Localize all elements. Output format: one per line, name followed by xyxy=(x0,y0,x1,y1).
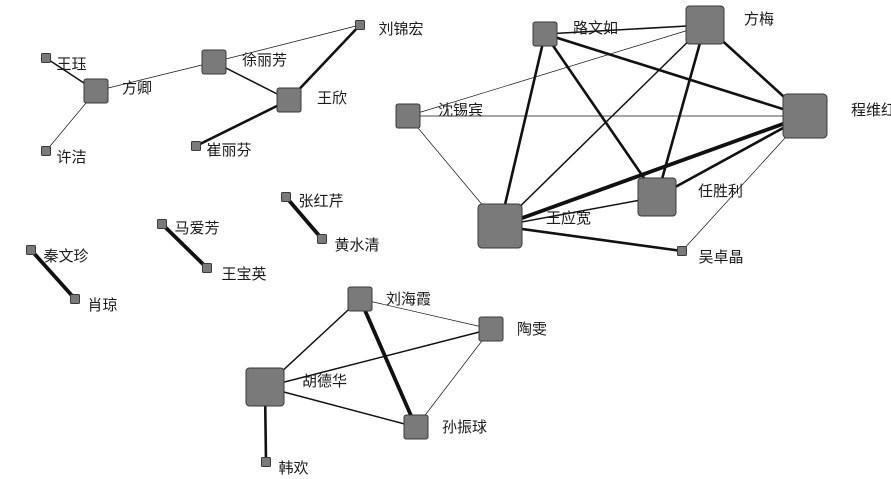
node-label-shenxibin: 沈锡宾 xyxy=(438,101,483,119)
edge-luwenru-chengweihong xyxy=(543,32,807,118)
node-label-cuilifen: 崔丽芬 xyxy=(207,141,252,159)
edge-luwenru-fangmei xyxy=(544,24,706,35)
edge-fangmei-shenxibin xyxy=(407,24,706,117)
node-label-maaifang: 马爱芳 xyxy=(175,219,220,237)
node-cuilifen xyxy=(191,141,201,151)
node-label-zhanghongqin: 张红芹 xyxy=(299,192,344,210)
node-wangjue xyxy=(41,53,51,63)
edge-liuhaixia-sunzhenqiu xyxy=(358,297,418,429)
node-liujinhong xyxy=(355,20,365,30)
node-label-luwenru: 路文如 xyxy=(573,19,618,37)
node-label-sunzhenqiu: 孙振球 xyxy=(442,418,487,436)
edge-xulifang-liujinhong xyxy=(213,24,361,63)
node-taowen xyxy=(478,316,504,342)
node-zhanghongqin xyxy=(281,192,291,202)
node-liuhaixia xyxy=(347,286,373,312)
node-label-liuhaixia: 刘海霞 xyxy=(386,290,431,308)
edge-taowen-hudehua xyxy=(264,328,492,388)
node-label-wangxin: 王欣 xyxy=(317,89,347,107)
node-hanhuan xyxy=(261,457,271,467)
edge-fangmei-wangyingkuan xyxy=(499,24,706,227)
node-renshengli xyxy=(637,177,677,217)
edge-liujinhong-wangxin xyxy=(287,23,362,102)
node-fangqing xyxy=(83,78,109,104)
edge-hudehua-sunzhenqiu xyxy=(264,386,417,428)
node-label-taowen: 陶雯 xyxy=(517,320,547,338)
node-wangbaoying xyxy=(202,263,212,273)
node-label-huangshuiqing: 黄水清 xyxy=(335,236,380,254)
node-label-xulifang: 徐丽芳 xyxy=(242,51,287,69)
edge-renshengli-wangyingkuan xyxy=(499,196,658,227)
node-label-xujie: 许洁 xyxy=(57,148,87,166)
node-label-wangjue: 王珏 xyxy=(57,55,87,73)
edge-layer xyxy=(29,23,807,464)
node-huangshuiqing xyxy=(317,234,327,244)
node-label-hanhuan: 韩欢 xyxy=(279,459,309,477)
edge-zhanghongqin-huangshuiqing xyxy=(284,195,324,241)
edge-wangyingkuan-wuzhuojing xyxy=(498,224,684,253)
node-luwenru xyxy=(532,21,558,47)
node-xujie xyxy=(41,146,51,156)
node-label-fangmei: 方梅 xyxy=(744,10,774,28)
node-fangmei xyxy=(685,5,725,45)
node-maaifang xyxy=(157,219,167,229)
node-label-liujinhong: 刘锦宏 xyxy=(379,20,424,38)
edge-liuhaixia-taowen xyxy=(359,298,492,330)
edge-luwenru-wangyingkuan xyxy=(498,32,547,228)
node-label-hudehua: 胡德华 xyxy=(302,372,347,390)
edge-chengweihong-renshengli xyxy=(655,114,807,199)
node-label-wangbaoying: 王宝英 xyxy=(222,265,267,283)
edge-luwenru-renshengli xyxy=(543,32,659,199)
node-hudehua xyxy=(245,367,285,407)
node-label-qinwenzhen: 秦文珍 xyxy=(44,247,89,265)
node-xiaojiong xyxy=(70,294,80,304)
node-label-chengweihong: 程维红 xyxy=(851,101,891,119)
node-label-wangyingkuan: 王应宽 xyxy=(546,209,591,227)
node-wuzhuojing xyxy=(677,246,687,256)
node-label-fangqing: 方卿 xyxy=(122,79,152,97)
node-label-wuzhuojing: 吴卓晶 xyxy=(699,248,744,266)
node-label-xiaojiong: 肖琼 xyxy=(88,296,118,314)
edge-taowen-sunzhenqiu xyxy=(415,328,492,428)
node-qinwenzhen xyxy=(26,245,36,255)
node-wangyingkuan xyxy=(477,203,523,249)
node-chengweihong xyxy=(782,93,828,139)
node-wangxin xyxy=(276,87,302,113)
node-sunzhenqiu xyxy=(403,414,429,440)
node-shenxibin xyxy=(395,103,421,129)
edge-qinwenzhen-xiaojiong xyxy=(29,248,77,301)
edge-maaifang-wangbaoying xyxy=(160,222,209,270)
edge-fangmei-renshengli xyxy=(655,23,707,199)
edge-chengweihong-wangyingkuan xyxy=(498,114,807,228)
node-xulifang xyxy=(201,49,227,75)
edge-wangxin-cuilifen xyxy=(194,98,291,148)
node-label-renshengli: 任胜利 xyxy=(698,182,743,200)
edge-fangqing-xulifang xyxy=(95,61,215,92)
edge-chengweihong-wuzhuojing xyxy=(681,115,806,252)
